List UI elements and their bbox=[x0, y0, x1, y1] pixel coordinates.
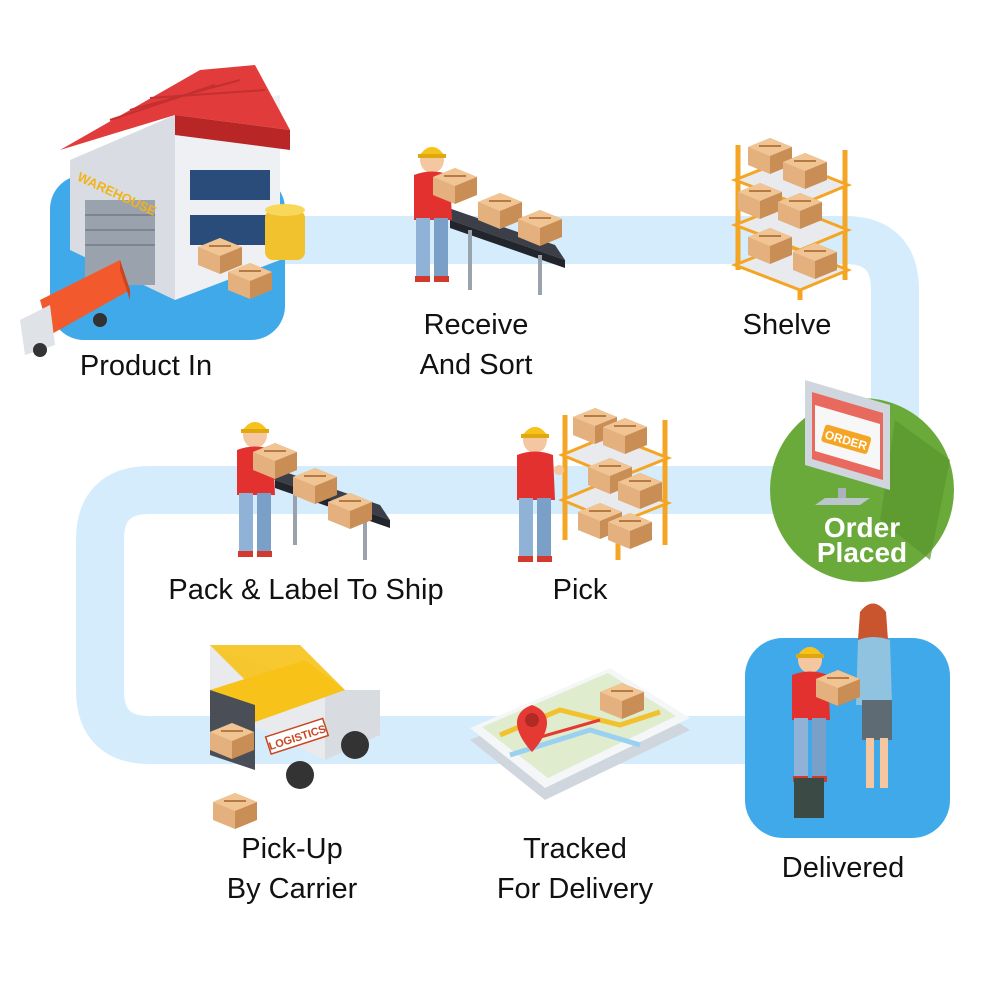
customer-figure bbox=[856, 603, 892, 788]
delivery-van-illustration: LOGISTICS bbox=[210, 645, 380, 829]
courier-figure bbox=[792, 647, 839, 818]
pick-illustration bbox=[517, 408, 673, 562]
map-pin-icon bbox=[517, 705, 547, 752]
warehouse-illustration: WAREHOUSE bbox=[20, 65, 305, 357]
receive-sort-illustration bbox=[414, 147, 565, 295]
label-pick: Pick bbox=[552, 574, 608, 606]
label-tracked: Tracked For Delivery bbox=[496, 833, 654, 905]
monitor-icon: ORDER bbox=[805, 380, 890, 505]
label-order-placed: Order Placed bbox=[816, 512, 908, 568]
flow-path bbox=[76, 216, 919, 764]
label-delivered: Delivered bbox=[781, 852, 905, 884]
order-placed-badge: ORDER bbox=[770, 380, 954, 582]
delivered-illustration bbox=[745, 603, 950, 838]
label-pick-up: Pick-Up By Carrier bbox=[226, 833, 358, 905]
phone-map-illustration bbox=[470, 668, 690, 800]
label-pack-label: Pack & Label To Ship bbox=[168, 574, 444, 606]
label-shelve: Shelve bbox=[742, 309, 832, 341]
label-product-in: Product In bbox=[79, 350, 213, 382]
shelving-illustration bbox=[730, 138, 852, 300]
label-receive-and-sort: Receive And Sort bbox=[419, 309, 533, 381]
pack-label-illustration bbox=[237, 422, 390, 560]
semi-truck-icon bbox=[20, 260, 130, 357]
